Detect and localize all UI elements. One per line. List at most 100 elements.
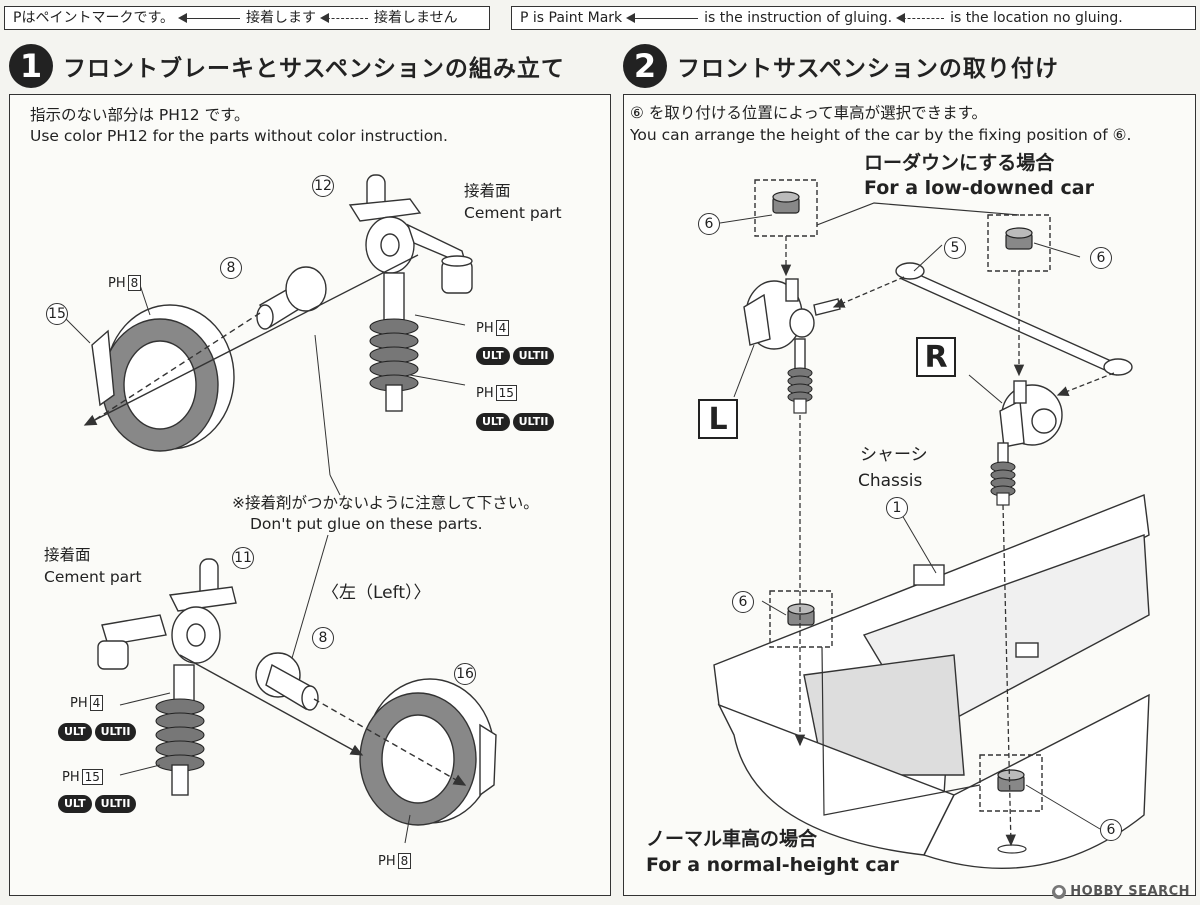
noglue-arrow-icon: [320, 12, 369, 23]
ult-badge: ULT: [58, 723, 92, 741]
legend-noglue-en: is the location no gluing.: [950, 10, 1123, 26]
paint-icon: PH: [476, 385, 494, 401]
left-side-label: 〈左（Left）〉: [322, 583, 431, 603]
spring-part-lower: [155, 698, 205, 772]
legend-paint-jp: Pはペイントマークです。: [13, 10, 175, 26]
left-side-marker: L: [698, 399, 738, 439]
ultii-badge: ULTII: [94, 795, 137, 813]
callout-8-lower: 8: [312, 627, 334, 649]
color-note-en: Use color PH12 for the parts without col…: [30, 127, 448, 145]
right-spring-part: [990, 461, 1016, 497]
step2-panel: ⑥ を取り付ける位置によって車高が選択できます。 You can arrange…: [623, 94, 1196, 896]
step2-illustration: [713, 179, 1150, 869]
paint-code: 8: [127, 275, 142, 291]
ult-badges-3: ULT ULTII: [58, 723, 137, 741]
left-knuckle-part: [743, 278, 841, 370]
warning-en: Don't put glue on these parts.: [250, 515, 483, 533]
step2-header: 2 フロントサスペンションの取り付け: [623, 44, 1059, 88]
tie-rod-5-part: [895, 262, 1133, 376]
step1-header: 1 フロントブレーキとサスペンションの組み立て: [9, 44, 565, 88]
normal-label-en: For a normal-height car: [646, 854, 899, 876]
color-note-jp: 指示のない部分は PH12 です。: [30, 106, 250, 124]
ult-badge: ULT: [476, 347, 510, 365]
callout-11: 11: [232, 547, 254, 569]
lowdown-label-jp: ローダウンにする場合: [864, 152, 1055, 174]
callout-16: 16: [454, 663, 476, 685]
step2-number: 2: [623, 44, 667, 88]
ultii-badge: ULTII: [512, 413, 555, 431]
callout-1: 1: [886, 497, 908, 519]
callout-6-bottom-right: 6: [1100, 819, 1122, 841]
ult-badges-1: ULT ULTII: [476, 347, 555, 365]
legend-japanese: Pはペイントマークです。 接着します 接着しません: [4, 6, 490, 30]
brake-disc-16: [359, 678, 497, 826]
watermark: ● HOBBY SEARCH: [1052, 884, 1190, 899]
knuckle-12-part: [348, 174, 473, 324]
paint-icon: PH: [70, 695, 88, 711]
step1-title: フロントブレーキとサスペンションの組み立て: [63, 56, 565, 82]
step1-illustration: [59, 174, 497, 844]
height-note-en: You can arrange the height of the car by…: [630, 126, 1132, 144]
legend-noglue-jp: 接着しません: [374, 10, 458, 26]
chassis-label-jp: シャーシ: [860, 445, 928, 465]
warning-jp: ※接着剤がつかないように注意して下さい。: [232, 494, 539, 512]
glue-arrow-icon: [178, 12, 241, 23]
normal-label-jp: ノーマル車高の場合: [646, 828, 818, 850]
callout-6-bottom-left: 6: [732, 591, 754, 613]
legend-glue-en: is the instruction of gluing.: [704, 10, 893, 26]
ultii-badge: ULTII: [94, 723, 137, 741]
ult-badges-4: ULT ULTII: [58, 795, 137, 813]
step2-title: フロントサスペンションの取り付け: [677, 56, 1059, 82]
shaft-8-lower: [255, 652, 319, 711]
paint-code: 4: [89, 695, 104, 711]
paint-icon: PH: [108, 275, 126, 291]
hobbysearch-logo-icon: ●: [1052, 884, 1067, 899]
cement-label-en: Cement part: [464, 204, 562, 222]
callout-8-upper: 8: [220, 257, 242, 279]
paint-icon: PH: [476, 320, 494, 336]
right-side-marker: R: [916, 337, 956, 377]
shaft-8-upper: [256, 266, 327, 330]
callout-15: 15: [46, 303, 68, 325]
knuckle-11-part: [97, 558, 237, 706]
paint-icon: PH: [62, 769, 80, 785]
ult-badge: ULT: [476, 413, 510, 431]
callout-12: 12: [312, 175, 334, 197]
height-note-jp: ⑥ を取り付ける位置によって車高が選択できます。: [630, 104, 988, 122]
ultii-badge: ULTII: [512, 347, 555, 365]
noglue-arrow-icon: [896, 12, 945, 23]
cement-label-2-jp: 接着面: [44, 546, 91, 564]
cement-label-jp: 接着面: [464, 182, 511, 200]
legend-english: P is Paint Mark is the instruction of gl…: [511, 6, 1196, 30]
legend-glue-jp: 接着します: [246, 10, 317, 26]
glue-arrow-icon: [626, 12, 699, 23]
callout-5: 5: [944, 237, 966, 259]
collar-6-parts: [772, 191, 1033, 792]
brake-disc-15: [91, 304, 235, 452]
ult-badges-2: ULT ULTII: [476, 413, 555, 431]
callout-6-top-left: 6: [698, 213, 720, 235]
chassis-label-en: Chassis: [858, 471, 923, 491]
left-spring-part: [787, 367, 813, 403]
cement-label-2-en: Cement part: [44, 568, 142, 586]
spring-part: [369, 318, 419, 392]
watermark-text: HOBBY SEARCH: [1070, 884, 1190, 899]
step1-number: 1: [9, 44, 53, 88]
step1-panel: 指示のない部分は PH12 です。 Use color PH12 for the…: [9, 94, 611, 896]
paint-code: 4: [495, 320, 510, 336]
lowdown-label-en: For a low-downed car: [864, 177, 1094, 199]
paint-code: 8: [397, 853, 412, 869]
ult-badge: ULT: [58, 795, 92, 813]
chassis-part: [713, 494, 1150, 869]
legend-paint-en: P is Paint Mark: [520, 10, 623, 26]
paint-icon: PH: [378, 853, 396, 869]
paint-code: 15: [495, 385, 517, 401]
right-knuckle-part: [997, 380, 1063, 464]
paint-code: 15: [81, 769, 103, 785]
